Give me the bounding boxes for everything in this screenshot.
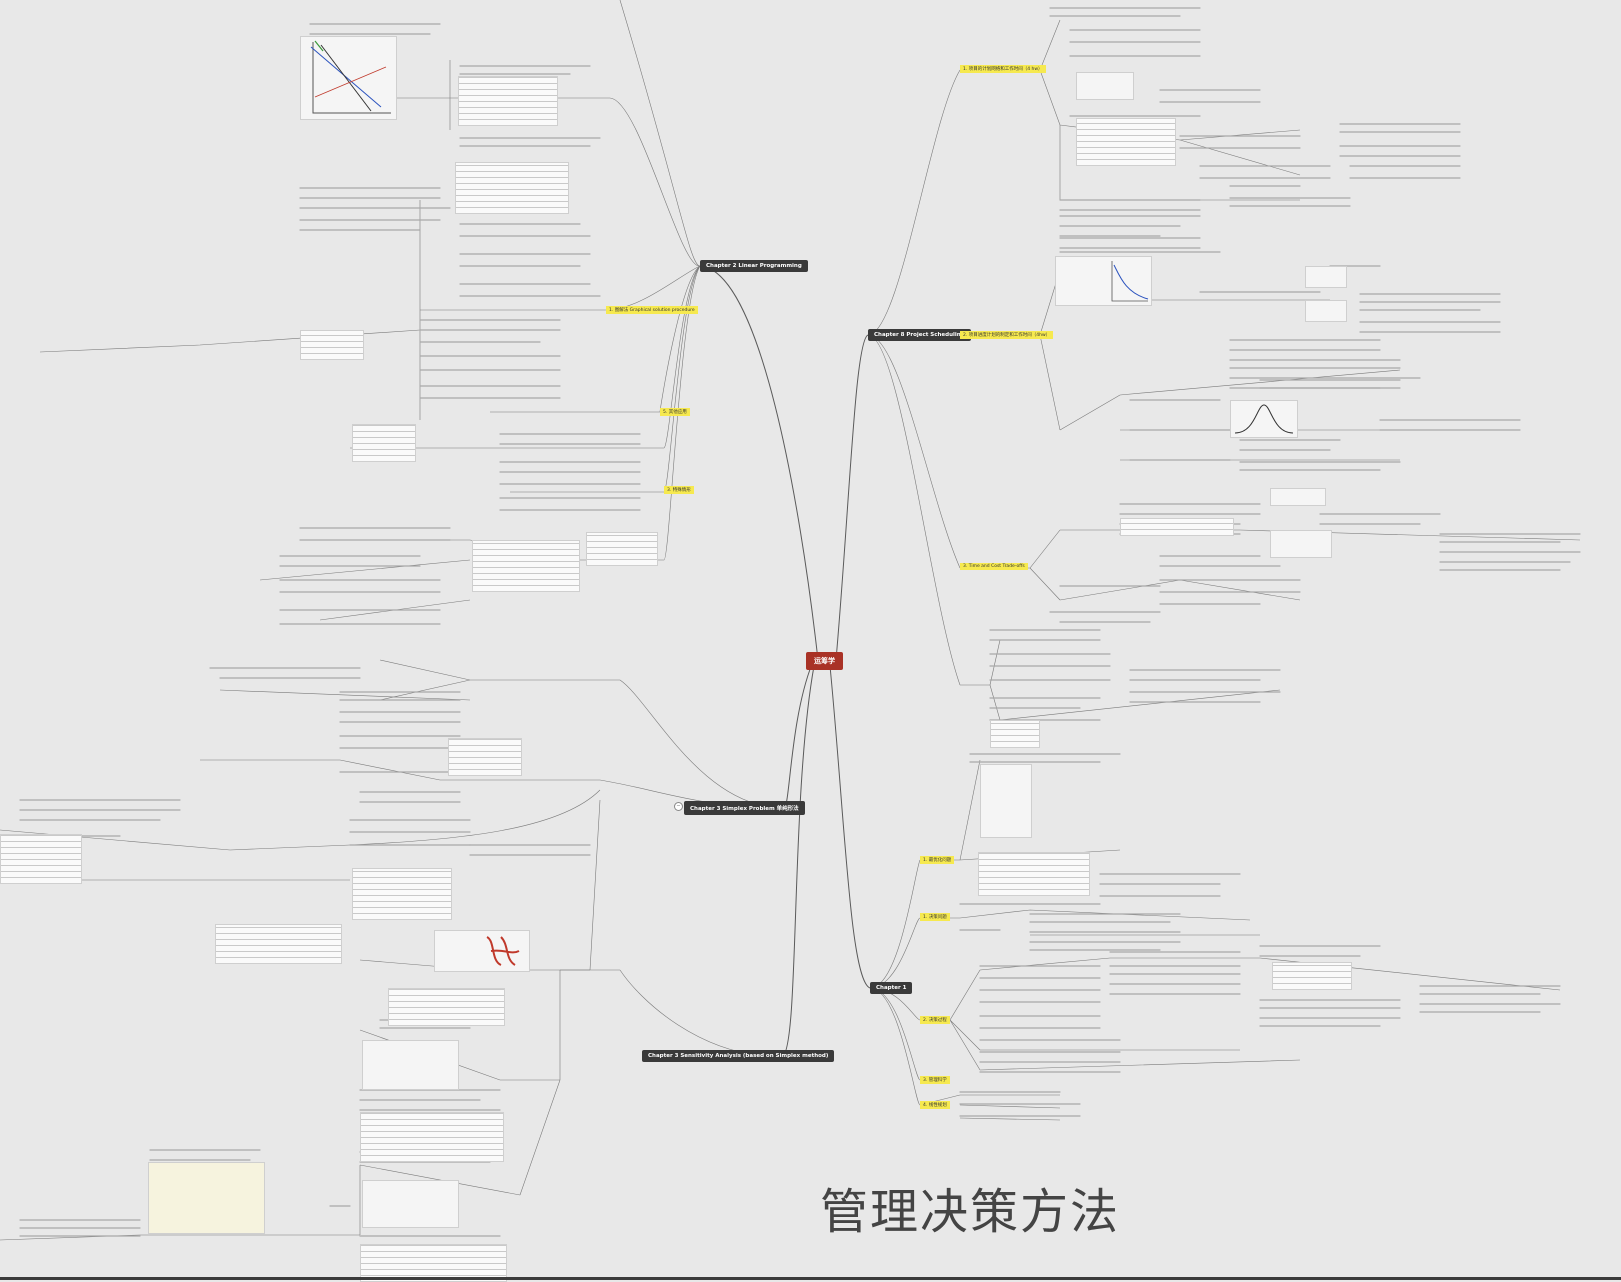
formula-thumbnail	[300, 330, 364, 360]
topic-graphical[interactable]: 1. 图解法 Graphical solution procedure	[606, 306, 698, 314]
branch-chapter-8[interactable]: Chapter 8 Project Scheduling	[868, 329, 971, 341]
topic-optimization[interactable]: 1. 最优化问题	[920, 856, 955, 864]
root-node[interactable]: 运筹学	[806, 652, 843, 670]
table-thumbnail	[472, 540, 580, 592]
network-thumbnail	[1076, 118, 1176, 166]
topic-decision-problem[interactable]: 1. 决策问题	[920, 913, 950, 921]
bottom-bar	[0, 1277, 1621, 1280]
topic-linear-programming[interactable]: 4. 线性规划	[920, 1101, 950, 1109]
table-thumbnail	[458, 76, 558, 126]
normal-curve-thumbnail	[1230, 400, 1298, 438]
formula-thumbnail	[1270, 488, 1326, 506]
branch-chapter-3-simplex[interactable]: Chapter 3 Simplex Problem 单纯形法	[684, 801, 805, 815]
table-thumbnail	[388, 988, 505, 1026]
topic-network-planning[interactable]: 1. 项目的计划网络和工作时间（4 hw）	[960, 65, 1046, 73]
connector-root-ch1	[829, 665, 871, 989]
table-thumbnail	[0, 834, 82, 884]
topic-other-applications[interactable]: 5. 其他应用	[660, 408, 690, 416]
formula-thumbnail	[1272, 962, 1352, 990]
table-thumbnail	[990, 720, 1040, 748]
branch-chapter-1[interactable]: Chapter 1	[870, 982, 913, 994]
handwritten-thumbnail	[362, 1180, 459, 1228]
handwritten-thumbnail	[148, 1162, 265, 1234]
table-thumbnail	[360, 1244, 507, 1282]
table-thumbnail	[1120, 518, 1234, 536]
table-thumbnail	[455, 162, 569, 214]
connector-root-ch3	[783, 663, 813, 809]
formula-thumbnail	[352, 424, 416, 462]
topic-scheduling[interactable]: 2. 项目进度计划的制定和工作时间（4hw）	[960, 331, 1054, 339]
formula-thumbnail	[1270, 530, 1332, 558]
topic-management-science[interactable]: 3. 管理科学	[920, 1076, 950, 1084]
normal-curve-sketch	[1234, 404, 1294, 434]
watermark-title: 管理决策方法	[820, 1184, 1121, 1240]
pert-chart-thumbnail	[1055, 256, 1152, 306]
flowchart-thumbnail	[978, 852, 1090, 896]
connector-root-ch8	[835, 334, 869, 661]
decision-tree-thumbnail	[980, 764, 1032, 838]
table-thumbnail	[360, 1112, 504, 1162]
handwritten-sketch	[486, 936, 520, 966]
topic-special-cases[interactable]: 3. 特殊情形	[664, 486, 694, 494]
formula-thumbnail	[1305, 266, 1347, 288]
topic-time-cost[interactable]: 3. Time and Cost Trade-offs	[960, 563, 1028, 570]
handwritten-thumbnail	[434, 930, 530, 972]
distribution-sketch	[1111, 261, 1149, 302]
graph-thumbnail	[300, 36, 397, 120]
formula-thumbnail	[448, 738, 522, 776]
branch-chapter-3-sensitivity[interactable]: Chapter 3 Sensitivity Analysis (based on…	[642, 1050, 835, 1062]
table-thumbnail	[215, 924, 342, 964]
lp-graph-sketch	[310, 40, 391, 114]
topic-decision-process[interactable]: 2. 决策过程	[920, 1016, 950, 1024]
handwritten-thumbnail	[362, 1040, 459, 1090]
collapse-toggle-icon[interactable]: −	[674, 802, 683, 811]
table-thumbnail	[352, 868, 452, 920]
connector-root-ch3s	[781, 665, 815, 1058]
formula-thumbnail	[586, 532, 658, 566]
network-thumbnail	[1076, 72, 1134, 100]
branch-chapter-2[interactable]: Chapter 2 Linear Programming	[700, 260, 808, 272]
connector-root-ch2	[699, 265, 819, 661]
formula-thumbnail	[1305, 300, 1347, 322]
